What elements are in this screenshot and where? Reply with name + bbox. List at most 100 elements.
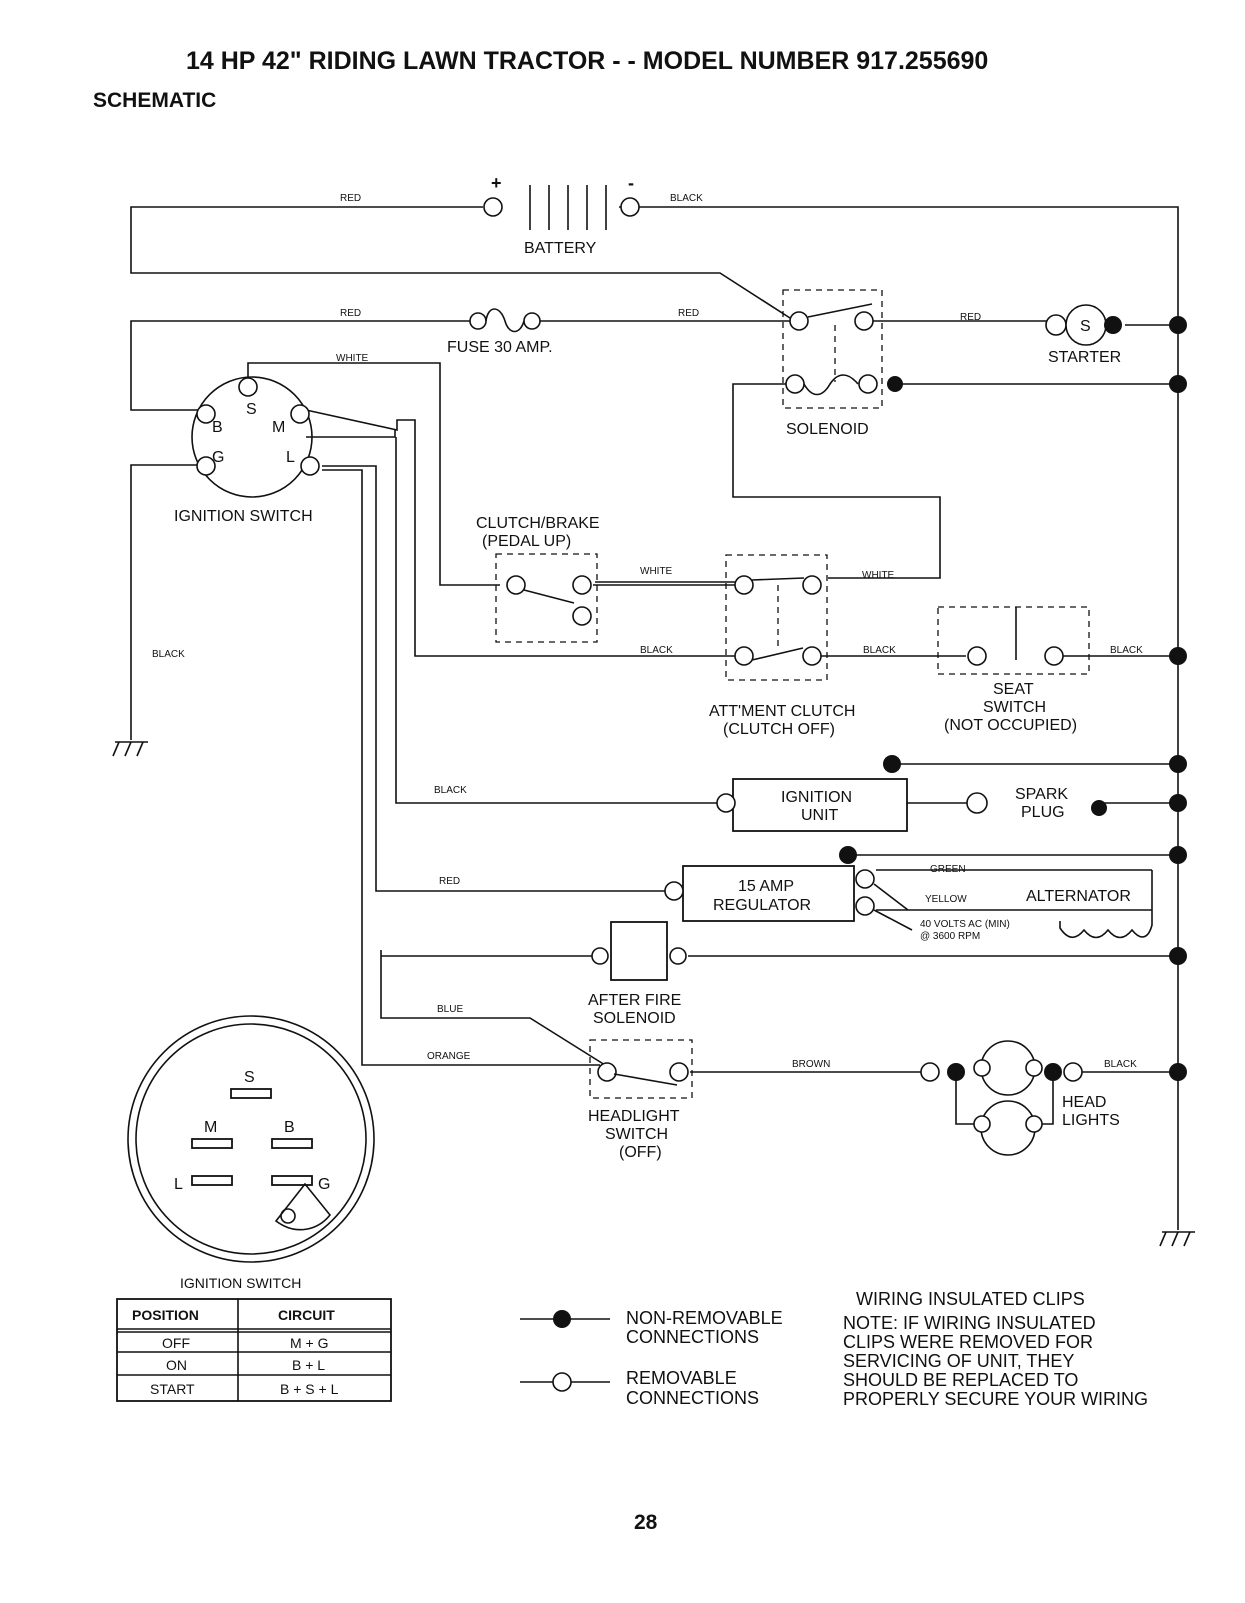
after-fire-label-1: AFTER FIRE <box>588 992 681 1009</box>
alternator: ALTERNATOR 40 VOLTS AC (MIN) @ 3600 RPM <box>873 883 1153 942</box>
legend-removable-1: REMOVABLE <box>626 1368 737 1388</box>
sw-term-b: B <box>212 419 223 436</box>
page-number: 28 <box>634 1511 658 1534</box>
sw-term-g: G <box>212 449 224 466</box>
clutch-brake-label-2: (PEDAL UP) <box>482 533 571 550</box>
starter: S STARTER <box>1045 304 1122 366</box>
spark-plug-label-2: PLUG <box>1021 804 1065 821</box>
table-caption: IGNITION SWITCH <box>180 1275 301 1291</box>
wire-label-black-6: BLACK <box>434 785 467 796</box>
sw-term-s: S <box>246 401 257 418</box>
clutch-brake-switch: CLUTCH/BRAKE (PEDAL UP) <box>476 515 600 643</box>
alternator-volts-1: 40 VOLTS AC (MIN) <box>920 919 1010 930</box>
wire-label-orange: ORANGE <box>427 1051 471 1062</box>
battery-plus: + <box>491 173 502 193</box>
ground-symbol-left <box>112 741 148 757</box>
regulator-label-1: 15 AMP <box>738 878 794 895</box>
face-term-s: S <box>244 1069 255 1086</box>
spark-plug: SPARK PLUG <box>966 786 1107 821</box>
ignition-unit-label-1: IGNITION <box>781 789 852 806</box>
seat-switch: SEAT SWITCH (NOT OCCUPIED) <box>937 606 1090 734</box>
wire-label-black-7: BLACK <box>1104 1059 1137 1070</box>
regulator: 15 AMP REGULATOR <box>664 846 875 922</box>
headlight-switch: HEADLIGHT SWITCH (OFF) <box>588 1039 693 1161</box>
seat-switch-label-2: SWITCH <box>983 699 1046 716</box>
face-term-m: M <box>204 1119 217 1136</box>
fuse-label: FUSE 30 AMP. <box>447 339 553 356</box>
table-row-1-position: OFF <box>162 1335 190 1351</box>
wire-label-red-2: RED <box>340 308 361 319</box>
wire-labels: RED BLACK RED RED RED WHITE WHITE WHITE … <box>152 193 1143 1070</box>
wire-label-red-4: RED <box>960 312 981 323</box>
sw-term-l: L <box>286 449 295 466</box>
attment-clutch-label-1: ATT'MENT CLUTCH <box>709 703 855 720</box>
headlight-switch-label-1: HEADLIGHT <box>588 1108 680 1125</box>
table-row-2-position: ON <box>166 1357 187 1373</box>
wire-label-white-3: WHITE <box>862 570 895 581</box>
wire-label-yellow: YELLOW <box>925 894 967 905</box>
fuse: FUSE 30 AMP. <box>447 308 553 356</box>
after-fire-label-2: SOLENOID <box>593 1010 676 1027</box>
headlight-switch-label-2: SWITCH <box>605 1126 668 1143</box>
wire-label-black-5: BLACK <box>1110 645 1143 656</box>
wire-label-black-4: BLACK <box>863 645 896 656</box>
wire-label-black-1: BLACK <box>670 193 703 204</box>
battery: + - BATTERY <box>483 173 640 257</box>
rail-junctions <box>1169 316 1187 1081</box>
spark-plug-label-1: SPARK <box>1015 786 1068 803</box>
legend-non-removable-1: NON-REMOVABLE <box>626 1308 783 1328</box>
solenoid: SOLENOID <box>782 289 903 438</box>
wires <box>112 206 1195 1247</box>
ignition-switch-face: S M B L G <box>127 1015 375 1263</box>
face-term-b: B <box>284 1119 295 1136</box>
wire-label-green: GREEN <box>930 864 966 875</box>
face-term-l: L <box>174 1176 183 1193</box>
wire-label-red-3: RED <box>678 308 699 319</box>
headlight-switch-label-3: (OFF) <box>619 1144 662 1161</box>
table-row-2-circuit: B + L <box>292 1357 325 1373</box>
note-line-3: SERVICING OF UNIT, THEY <box>843 1351 1074 1371</box>
clutch-brake-label-1: CLUTCH/BRAKE <box>476 515 600 532</box>
table-row-3-circuit: B + S + L <box>280 1381 339 1397</box>
regulator-label-2: REGULATOR <box>713 897 811 914</box>
wire-label-red-5: RED <box>439 876 460 887</box>
alternator-volts-2: @ 3600 RPM <box>920 931 980 942</box>
legend-removable-2: CONNECTIONS <box>626 1388 759 1408</box>
face-term-g: G <box>318 1176 330 1193</box>
ground-symbol-right <box>1159 1231 1195 1247</box>
alternator-label: ALTERNATOR <box>1026 888 1131 905</box>
battery-minus: - <box>628 173 634 193</box>
ignition-switch-top: S B M G L IGNITION SWITCH <box>174 376 320 525</box>
legend-non-removable-2: CONNECTIONS <box>626 1327 759 1347</box>
note-line-4: SHOULD BE REPLACED TO <box>843 1370 1078 1390</box>
ignition-unit: IGNITION UNIT <box>716 755 908 832</box>
table-row-3-position: START <box>150 1381 195 1397</box>
page-subtitle: SCHEMATIC <box>93 89 216 112</box>
note-line-5: PROPERLY SECURE YOUR WIRING <box>843 1389 1148 1409</box>
sw-term-m: M <box>272 419 285 436</box>
note-heading: WIRING INSULATED CLIPS <box>856 1289 1085 1309</box>
wire-label-red-1: RED <box>340 193 361 204</box>
seat-switch-label-3: (NOT OCCUPIED) <box>944 717 1077 734</box>
attment-clutch-label-2: (CLUTCH OFF) <box>723 721 835 738</box>
after-fire-solenoid: AFTER FIRE SOLENOID <box>588 921 687 1027</box>
wire-label-blue: BLUE <box>437 1004 463 1015</box>
wire-label-black-2: BLACK <box>152 649 185 660</box>
legend: NON-REMOVABLE CONNECTIONS REMOVABLE CONN… <box>520 1308 783 1408</box>
wire-label-white-1: WHITE <box>336 353 369 364</box>
headlights-label-1: HEAD <box>1062 1094 1106 1111</box>
table-header-circuit: CIRCUIT <box>278 1307 335 1323</box>
wire-label-white-2: WHITE <box>640 566 673 577</box>
wiring-note: WIRING INSULATED CLIPS NOTE: IF WIRING I… <box>843 1289 1148 1409</box>
note-line-2: CLIPS WERE REMOVED FOR <box>843 1332 1093 1352</box>
headlights: HEAD LIGHTS <box>920 1040 1120 1156</box>
starter-terminal: S <box>1080 318 1091 335</box>
ignition-switch-label: IGNITION SWITCH <box>174 508 313 525</box>
page-title: 14 HP 42" RIDING LAWN TRACTOR - - MODEL … <box>186 47 988 75</box>
headlights-label-2: LIGHTS <box>1062 1112 1120 1129</box>
note-line-1: NOTE: IF WIRING INSULATED <box>843 1313 1096 1333</box>
wire-label-brown: BROWN <box>792 1059 830 1070</box>
solenoid-label: SOLENOID <box>786 421 869 438</box>
wire-label-black-3: BLACK <box>640 645 673 656</box>
